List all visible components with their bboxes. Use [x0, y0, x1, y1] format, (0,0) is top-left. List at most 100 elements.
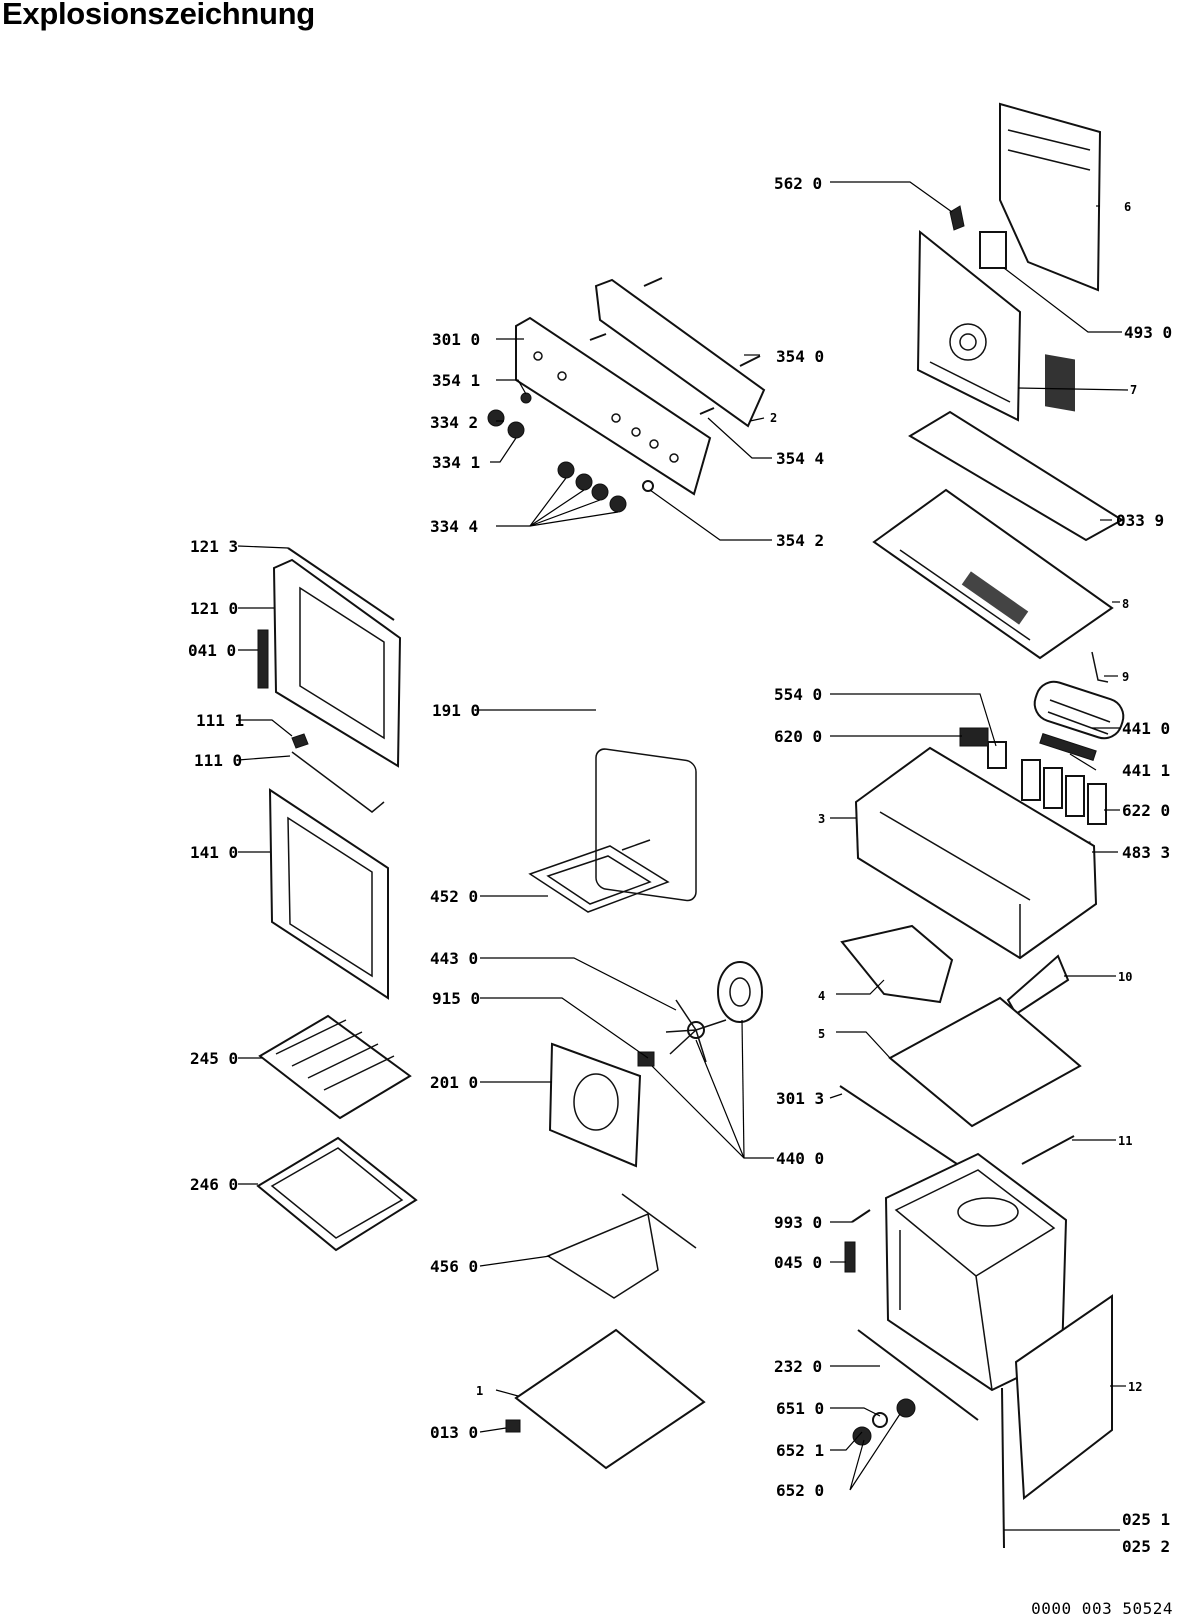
callout-334-1: 334 1 [432, 453, 480, 472]
callout-191-0: 191 0 [432, 701, 480, 720]
callout-201-0: 201 0 [430, 1073, 478, 1092]
part-354-4-screw [589, 333, 607, 341]
callout-12: 12 [1128, 1380, 1142, 1394]
callout-562-0: 562 0 [774, 174, 822, 193]
callout-232-0: 232 0 [774, 1357, 822, 1376]
callout-8: 8 [1122, 597, 1129, 611]
part-354-1 [520, 392, 532, 404]
part-5-bottom-plate [888, 996, 1082, 1128]
part-121-3-strip [287, 547, 395, 621]
part-fan-cover [548, 1042, 642, 1168]
part-334-4-knob-c [591, 483, 609, 501]
part-1-bottom-panel [514, 1328, 706, 1470]
part-2-bracket [594, 278, 766, 428]
part-562-clip [949, 205, 965, 231]
part-rear-panel [916, 229, 1022, 422]
part-top-plate [872, 488, 1114, 660]
part-10-bracket [1006, 954, 1070, 1016]
callout-045-0: 045 0 [774, 1253, 822, 1272]
leader-lines [237, 181, 1129, 1531]
part-652-knob-2 [852, 1426, 872, 1446]
part-334-4-knob-a [557, 461, 575, 479]
callout-652-1: 652 1 [776, 1441, 824, 1460]
part-fan-motor [717, 961, 763, 1023]
part-12-side-panel [1014, 1294, 1113, 1500]
callout-554-0: 554 0 [774, 685, 822, 704]
callout-301-0: 301 0 [432, 330, 480, 349]
callout-452-0: 452 0 [430, 887, 478, 906]
callout-354-1: 354 1 [432, 371, 480, 390]
callout-013-0: 013 0 [430, 1423, 478, 1442]
callout-915-0: 915 0 [432, 989, 480, 1008]
callout-652-0: 652 0 [776, 1481, 824, 1500]
callout-993-0: 993 0 [774, 1213, 822, 1232]
callout-622-0: 622 0 [1122, 801, 1170, 820]
part-baking-tray [256, 1136, 418, 1252]
part-915-nut [637, 1051, 655, 1067]
part-013-foot [505, 1419, 521, 1433]
part-334-4-knob-b [575, 473, 593, 491]
callout-245-0: 245 0 [190, 1049, 238, 1068]
part-354-0-screw-b [739, 355, 761, 367]
part-drawings [256, 102, 1125, 1549]
part-652-knob-1 [896, 1398, 916, 1418]
callout-5: 5 [818, 1027, 825, 1041]
part-334-4-knob-d [609, 495, 627, 513]
part-301-3-rail [839, 1085, 967, 1171]
callout-7: 7 [1130, 383, 1137, 397]
part-651-knob [872, 1412, 888, 1428]
part-oven-cavity [884, 1152, 1068, 1392]
callout-456-0: 456 0 [430, 1257, 478, 1276]
callout-651-0: 651 0 [776, 1399, 824, 1418]
part-control-panel [515, 316, 712, 496]
part-inner-door [272, 558, 402, 768]
callout-121-0: 121 0 [190, 599, 238, 618]
part-554-switch [987, 741, 1007, 769]
callout-4: 4 [818, 989, 825, 1003]
callout-11: 11 [1118, 1134, 1132, 1148]
callout-354-0: 354 0 [776, 347, 824, 366]
part-11-strip [1021, 1135, 1075, 1165]
part-354-0-screw [643, 277, 663, 287]
part-9-pin [1091, 651, 1109, 683]
part-111-1-bracket [291, 733, 309, 749]
callout-2: 2 [770, 411, 777, 425]
part-wire-rack [258, 1014, 412, 1120]
part-493-bracket [979, 231, 1007, 269]
part-grill-element [546, 1193, 697, 1299]
part-441-1 [1039, 732, 1097, 762]
callout-141-0: 141 0 [190, 843, 238, 862]
callout-246-0: 246 0 [190, 1175, 238, 1194]
callout-025-2: 025 2 [1122, 1537, 1170, 1556]
callout-334-4: 334 4 [430, 517, 478, 536]
callout-483-3: 483 3 [1122, 843, 1170, 862]
callout-354-2: 354 2 [776, 531, 824, 550]
callout-041-0: 041 0 [188, 641, 236, 660]
callout-labels: 562 0 6 493 0 7 301 0 354 0 354 1 334 2 … [188, 174, 1172, 1556]
part-fan-blade [665, 999, 727, 1063]
callout-025-1: 025 1 [1122, 1510, 1170, 1529]
part-232-strip [857, 1329, 979, 1421]
callout-10: 10 [1118, 970, 1132, 984]
callout-111-1: 111 1 [196, 711, 244, 730]
callout-441-0: 441 0 [1122, 719, 1170, 738]
callout-354-4: 354 4 [776, 449, 824, 468]
callout-440-0: 440 0 [776, 1149, 824, 1168]
callout-301-3: 301 3 [776, 1089, 824, 1108]
part-4-tray [840, 924, 954, 1004]
part-tangential-fan [1033, 680, 1125, 740]
part-insulation-strip [908, 410, 1124, 542]
part-045-latch [844, 1241, 856, 1273]
callout-620-0: 620 0 [774, 727, 822, 746]
part-back-cover [999, 102, 1102, 412]
callout-6: 6 [1124, 200, 1131, 214]
page-title: Explosionszeichnung [2, 0, 315, 31]
part-switch-block [1021, 759, 1107, 825]
callout-493-0: 493 0 [1124, 323, 1172, 342]
part-041-hinge [257, 629, 269, 689]
part-025-strip [1001, 1387, 1005, 1549]
callout-334-2: 334 2 [430, 413, 478, 432]
callout-3: 3 [818, 812, 825, 826]
callout-1: 1 [476, 1384, 483, 1398]
